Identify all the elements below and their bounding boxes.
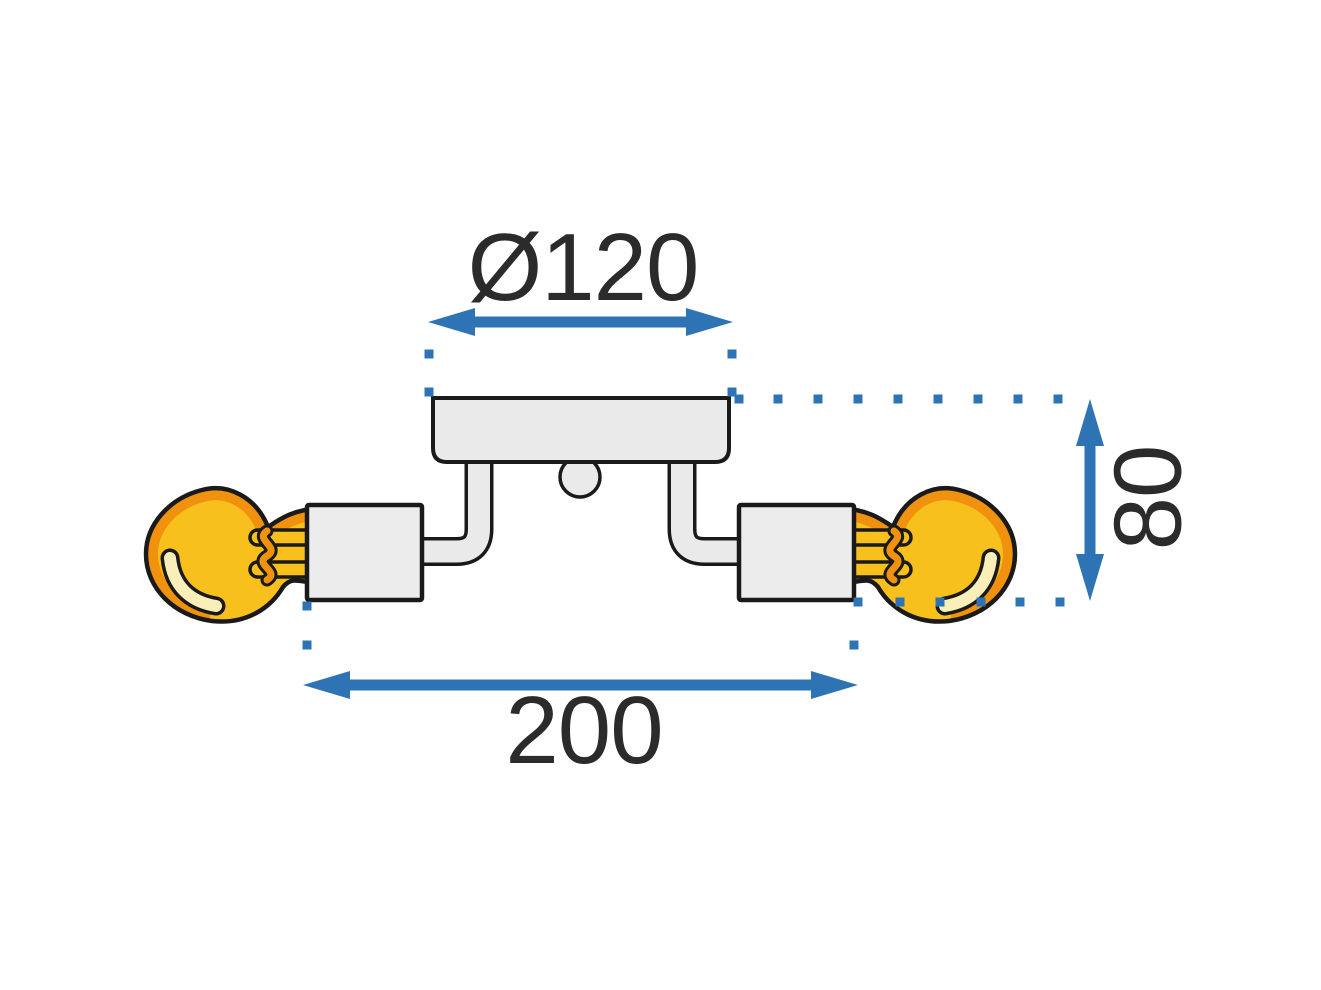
dot (853, 597, 863, 607)
dot (1015, 597, 1025, 607)
dot (893, 394, 903, 404)
width-dimension-arrow (303, 671, 858, 699)
extension-dotted-lines (302, 349, 1065, 650)
dot (302, 640, 312, 650)
dot (1053, 394, 1063, 404)
left-socket (304, 502, 425, 603)
dot (773, 394, 783, 404)
width-dimension-label: 200 (505, 677, 662, 784)
dot (935, 597, 945, 607)
dot (727, 387, 737, 397)
dot (895, 597, 905, 607)
dot (933, 394, 943, 404)
dot (302, 601, 312, 611)
dot (727, 349, 737, 359)
right-socket (736, 502, 857, 603)
diameter-dimension-arrow (428, 308, 733, 336)
dot (734, 394, 744, 404)
dot (973, 394, 983, 404)
dot (849, 640, 859, 650)
ceiling-canopy (431, 396, 731, 464)
height-dimension-label: 80 (1095, 446, 1202, 551)
height-dimension-arrow (1076, 399, 1104, 601)
dot (976, 597, 986, 607)
dot (853, 394, 863, 404)
dot (1055, 597, 1065, 607)
dot (424, 387, 434, 397)
dot (424, 349, 434, 359)
left-bulb (146, 488, 328, 621)
dot (813, 394, 823, 404)
right-arm-tube (667, 452, 743, 566)
diameter-dimension-label: Ø120 (468, 214, 699, 321)
dot (1013, 394, 1023, 404)
left-arm-tube (418, 452, 494, 566)
